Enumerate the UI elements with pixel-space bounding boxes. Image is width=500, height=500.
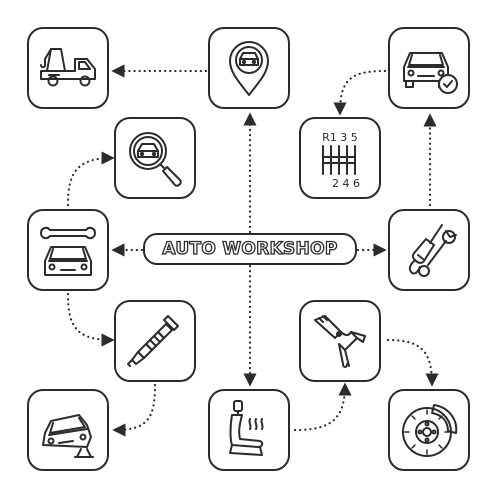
heated-seat-icon [229, 400, 264, 456]
tow-truck-icon [40, 48, 96, 87]
gearbox-bottom-label: 2 4 6 [332, 177, 360, 190]
node-spark-plug [114, 300, 196, 382]
connector-car-service-to-spark-plug [66, 292, 115, 347]
car-magnifier-icon [129, 132, 182, 187]
connector-jumper-to-brake-disc [386, 338, 439, 387]
node-heated-seat [208, 389, 290, 471]
car-checkmark-icon [403, 52, 458, 94]
connector-car-approved-to-gearbox [333, 69, 387, 116]
gear-shift-icon: R1 3 5 2 4 6 [322, 131, 360, 190]
connector-seat-to-jumper-cables [293, 382, 352, 432]
title-box: AUTO WORKSHOP [143, 233, 357, 265]
brake-disc-icon [402, 404, 458, 457]
car-jack-icon [42, 414, 94, 458]
node-gearbox: R1 3 5 2 4 6 [299, 117, 381, 199]
connector-car-service-to-search [66, 151, 115, 207]
connector-spark-plug-to-car-jack [112, 383, 157, 437]
node-tow-truck [27, 27, 109, 109]
node-car-search [114, 117, 196, 199]
jumper-cables-icon [314, 315, 366, 368]
node-car-service [27, 209, 109, 291]
gearbox-top-label: R1 3 5 [322, 131, 358, 144]
node-car-approved [388, 27, 470, 109]
screwdriver-wrench-icon [408, 224, 457, 277]
node-jumper-cables [299, 300, 381, 382]
node-location [208, 27, 290, 109]
node-brake-disc [388, 389, 470, 471]
spark-plug-icon [127, 315, 179, 367]
node-car-jack [27, 389, 109, 471]
diagram-title: AUTO WORKSHOP [162, 238, 338, 259]
node-tools [388, 209, 470, 291]
car-location-pin-icon [229, 41, 269, 96]
car-wrench-icon [40, 226, 96, 276]
